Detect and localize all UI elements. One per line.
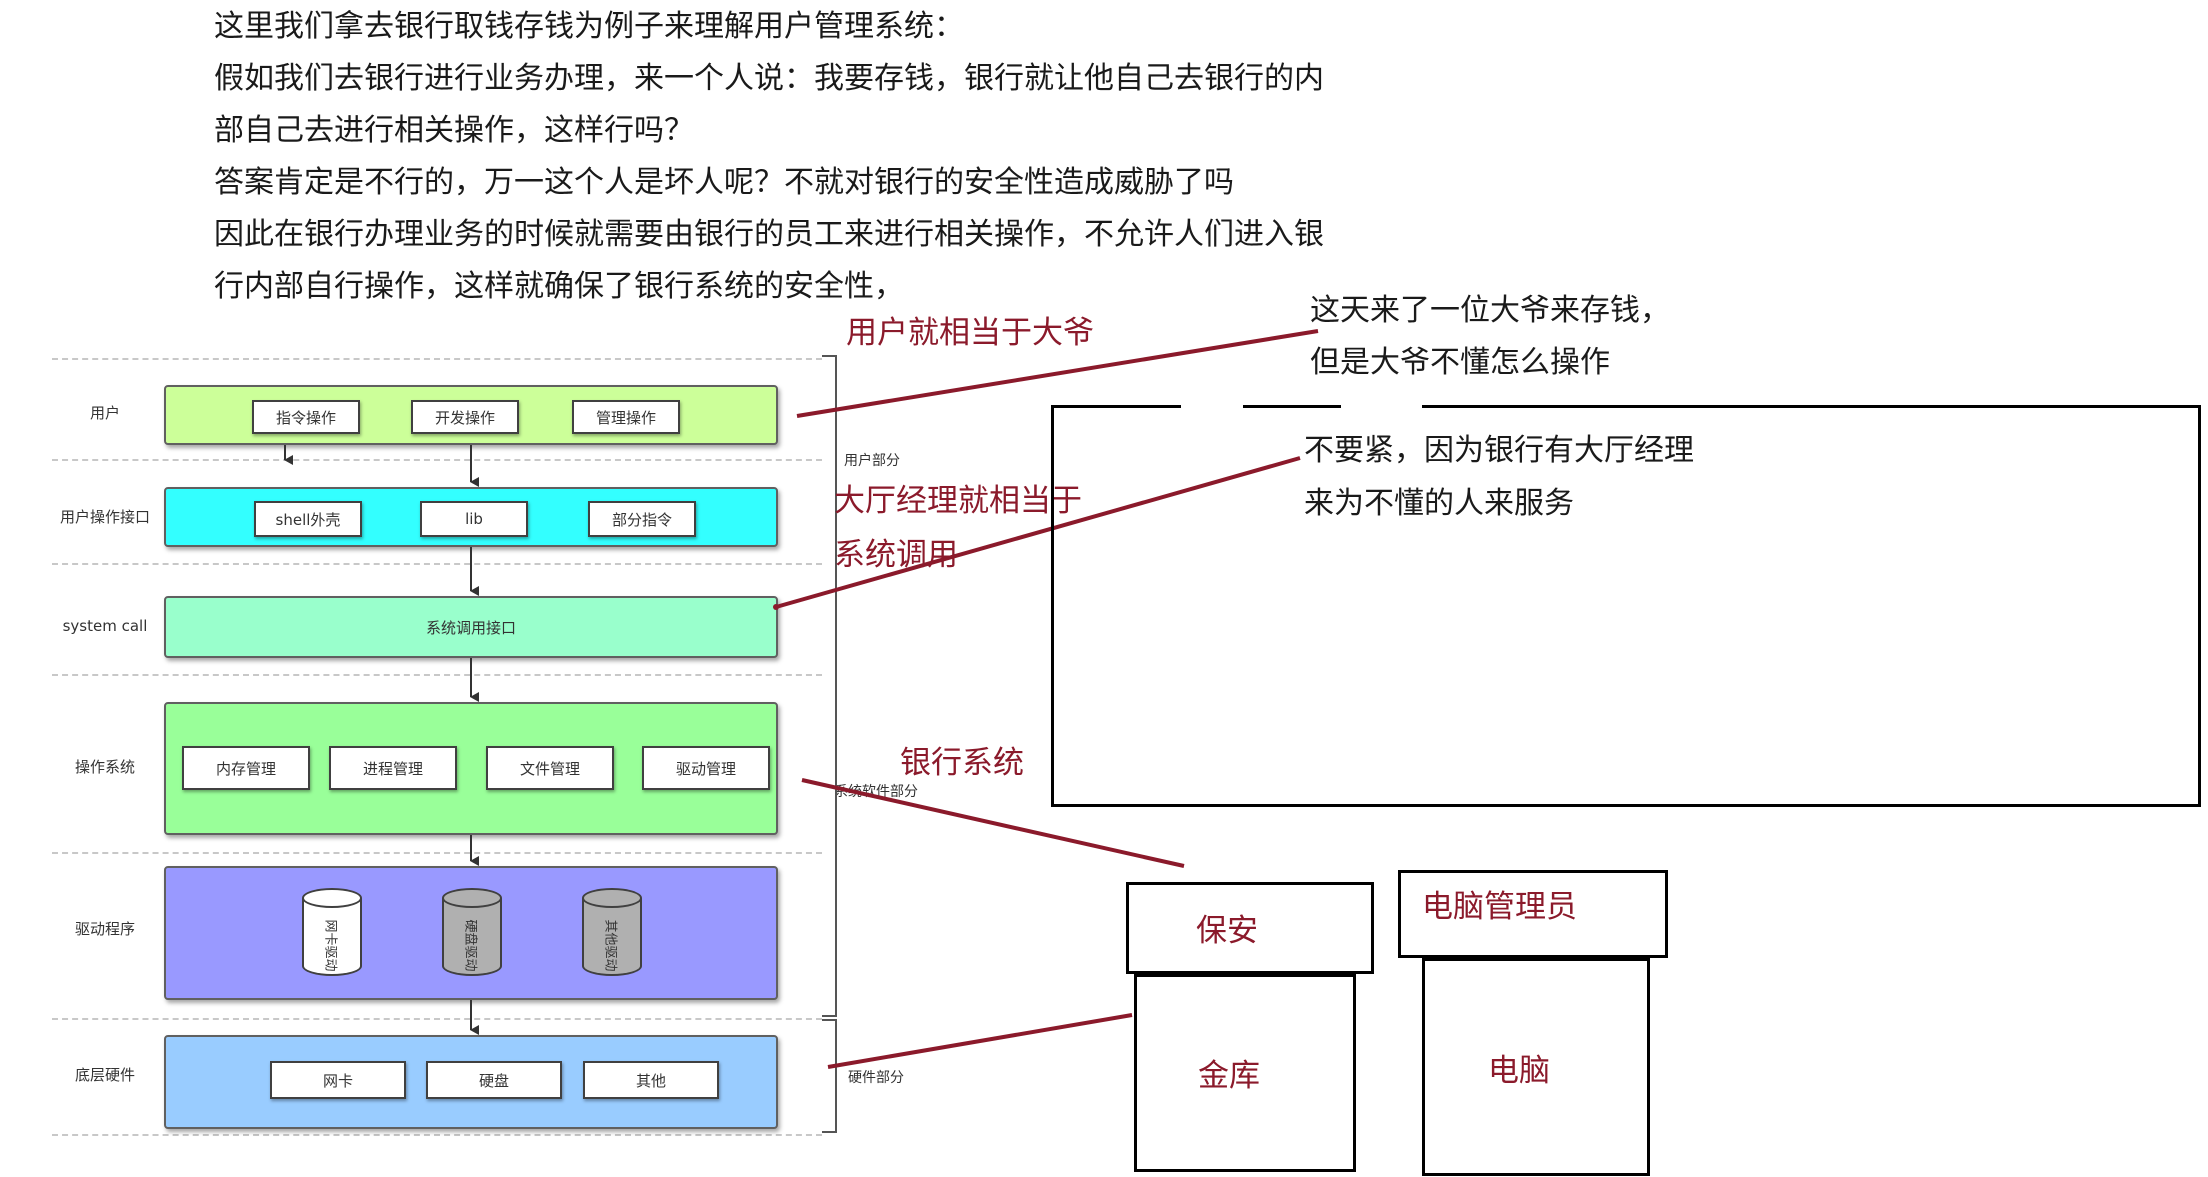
driver-cylinder-nic: 网卡驱动 [302,888,362,984]
vault-label: 金库 [1198,1058,1260,1094]
item-driver-mgmt: 驱动管理 [642,746,770,790]
item-process-mgmt: 进程管理 [329,746,457,790]
layer-label-system-call: system call [62,617,148,635]
guard-label: 保安 [1196,913,1258,949]
intro-line-4: 答案肯定是不行的，万一这个人是坏人呢？不就对银行的安全性造成威胁了吗 [214,165,1234,200]
separator-line [52,1018,822,1020]
item-syscall-interface: 系统调用接口 [425,618,516,637]
item-file-mgmt: 文件管理 [486,746,614,790]
bracket-upper [822,355,837,1017]
annotation-lobby-manager-2: 系统调用 [834,537,958,573]
narrative-no-worry-1: 不要紧，因为银行有大厅经理 [1304,433,1694,468]
driver-label-nic: 网卡驱动 [322,918,338,972]
item-memory-mgmt: 内存管理 [182,746,310,790]
separator-line [52,852,822,854]
intro-line-1: 这里我们拿去银行取钱存钱为例子来理解用户管理系统： [214,9,964,44]
driver-label-disk: 硬盘驱动 [462,918,478,972]
layer-user: 指令操作 开发操作 管理操作 [164,385,778,445]
side-label-hardware-part: 硬件部分 [848,1070,904,1086]
layer-os: 内存管理 进程管理 文件管理 驱动管理 [164,702,778,835]
annotation-user-equals-uncle: 用户就相当于大爷 [846,315,1094,351]
computer-label: 电脑 [1488,1053,1550,1089]
computer-box [1422,958,1650,1176]
layer-label-user-interface: 用户操作接口 [59,508,150,526]
bank-system-box [1051,405,2201,807]
narrative-uncle-1: 这天来了一位大爷来存钱， [1310,293,1670,328]
annotation-bank-system: 银行系统 [900,745,1024,781]
driver-cylinder-disk: 硬盘驱动 [442,888,502,984]
intro-line-2: 假如我们去银行进行业务办理，来一个人说：我要存钱，银行就让他自己去银行的内 [214,61,1324,96]
layer-label-os: 操作系统 [74,758,135,776]
separator-line [52,563,822,565]
item-partial-commands: 部分指令 [588,501,696,537]
layer-system-call: 系统调用接口 [164,596,778,658]
separator-line [52,674,822,676]
item-admin-ops: 管理操作 [572,400,680,434]
item-shell: shell外壳 [254,501,362,537]
driver-label-other: 其他驱动 [602,918,618,972]
intro-line-3: 部自己去进行相关操作，这样行吗？ [214,113,694,148]
bracket-lower [822,1019,837,1133]
bank-box-top-segment [1422,405,2201,408]
item-command-ops: 指令操作 [252,400,360,434]
item-lib: lib [420,501,528,537]
item-dev-ops: 开发操作 [411,400,519,434]
computer-admin-label: 电脑管理员 [1422,889,1577,925]
narrative-no-worry-2: 来为不懂的人来服务 [1304,486,1574,521]
bank-box-top-segment [1243,405,1341,408]
computer-admin-box [1398,870,1668,958]
intro-line-5: 因此在银行办理业务的时候就需要由银行的员工来进行相关操作，不允许人们进入银 [214,217,1324,252]
separator-line [52,459,822,461]
item-other: 其他 [583,1061,719,1099]
layer-user-interface: shell外壳 lib 部分指令 [164,487,778,547]
driver-cylinder-other: 其他驱动 [582,888,642,984]
layer-label-user: 用户 [89,404,120,422]
layer-hardware: 网卡 硬盘 其他 [164,1035,778,1129]
layer-label-drivers: 驱动程序 [74,920,135,938]
intro-line-6: 行内部自行操作，这样就确保了银行系统的安全性， [214,269,904,304]
layer-label-hardware: 底层硬件 [74,1066,135,1084]
separator-line [52,1134,822,1136]
layer-drivers: 网卡驱动 硬盘驱动 其他驱动 [164,866,778,1000]
annotation-lobby-manager-1: 大厅经理就相当于 [834,483,1082,519]
bank-box-top-segment [1051,405,1181,408]
item-nic: 网卡 [270,1061,406,1099]
vault-box [1134,974,1356,1172]
side-label-user-part: 用户部分 [844,453,900,469]
connector-hardware [827,1013,1133,1069]
item-disk: 硬盘 [426,1061,562,1099]
narrative-uncle-2: 但是大爷不懂怎么操作 [1310,345,1610,380]
side-label-system-software-part: 系统软件部分 [834,784,918,800]
guard-box [1126,882,1374,974]
separator-line [52,358,822,360]
